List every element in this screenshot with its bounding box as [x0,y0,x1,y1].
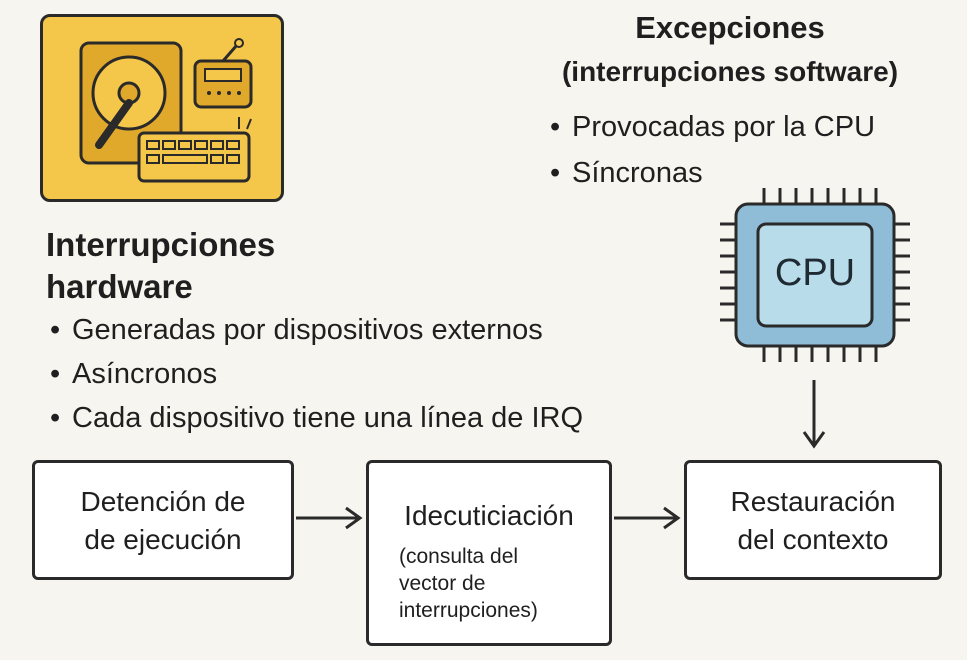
step1-line2: de ejecución [84,524,242,555]
flow-step-stop-execution: Detención de de ejecución [32,460,294,580]
flow-step-vector-lookup: Idecuticiación (consulta del vector de i… [366,460,612,646]
hardware-bullet-item: Cada dispositivo tiene una línea de IRQ [48,396,688,440]
step2-title: Idecuticiación [404,500,574,531]
hardware-interrupts-title: Interrupciones hardware [46,224,366,308]
exceptions-subtitle: (interrupciones software) [561,56,899,87]
hardware-bullet-item: Generadas por dispositivos externos [48,308,688,352]
hard-drive-keyboard-device-icon [79,38,253,183]
step2-to-step3-arrowhead [663,506,681,530]
exceptions-title: Excepciones [635,10,825,45]
step3-line2: del contexto [737,524,889,555]
hardware-bullet-list: Generadas por dispositivos externos Asín… [48,308,688,440]
flow-step-restore-context: Restauración del contexto [684,460,942,580]
step2-sub-line1: (consulta del [399,545,519,568]
hardware-illustration-card [40,14,284,202]
step3-line1: Restauración [730,486,896,517]
hardware-title-line2: hardware [46,268,193,305]
cpu-label: CPU [774,252,856,294]
step1-to-step2-arrowhead [345,506,363,530]
hardware-title-line1: Interrupciones [46,226,276,263]
step1-line1: Detención de [80,486,246,517]
cpu-chip-icon [720,188,910,362]
exceptions-bullet-list: Provocadas por la CPU Síncronas [548,104,948,196]
step2-sub-line2: vector de [399,572,486,595]
exceptions-bullet-item: Síncronas [548,150,948,196]
cpu-to-restore-arrowhead [802,431,826,449]
exceptions-bullet-item: Provocadas por la CPU [548,104,948,150]
hardware-bullet-item: Asíncronos [48,352,688,396]
step2-sub-line3: interrupciones) [399,599,538,622]
